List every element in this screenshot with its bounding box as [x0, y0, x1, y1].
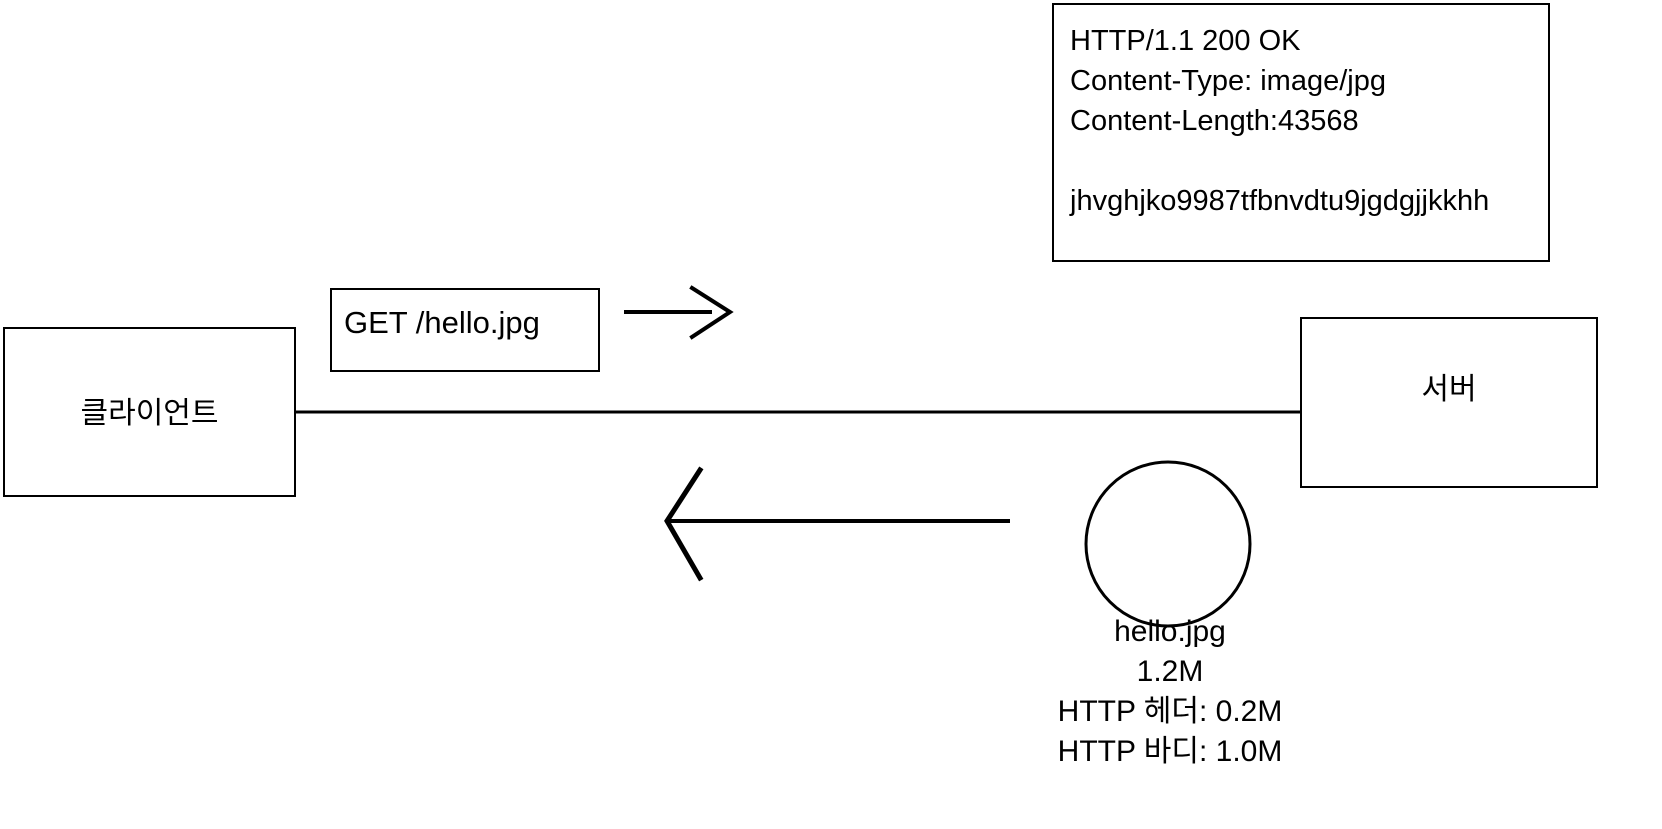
- packet-header-size: HTTP 헤더: 0.2M: [1057, 694, 1283, 728]
- packet-file-name: hello.jpg: [1114, 615, 1226, 648]
- response-arrow: [664, 466, 1010, 582]
- get-request-box[interactable]: GET /hello.jpg: [330, 288, 600, 372]
- server-node-label: 서버: [1421, 373, 1477, 406]
- packet-circle[interactable]: [1084, 460, 1252, 628]
- http-response-text: HTTP/1.1 200 OK Content-Type: image/jpg …: [1070, 25, 1490, 218]
- packet-total-size: 1.2M: [1136, 654, 1204, 688]
- packet-caption: hello.jpg 1.2M HTTP 헤더: 0.2M HTTP 바디: 1.…: [900, 612, 1440, 772]
- client-node-label: 클라이언트: [80, 397, 219, 430]
- packet-body-size: HTTP 바디: 1.0M: [1057, 734, 1283, 768]
- response-arrow-head: [664, 466, 704, 582]
- client-node[interactable]: 클라이언트: [3, 327, 296, 497]
- server-node[interactable]: 서버: [1300, 317, 1598, 488]
- http-response-box[interactable]: HTTP/1.1 200 OK Content-Type: image/jpg …: [1052, 3, 1550, 262]
- get-request-label: GET /hello.jpg: [344, 305, 540, 340]
- request-arrow: [624, 285, 734, 340]
- request-arrow-head: [689, 285, 734, 340]
